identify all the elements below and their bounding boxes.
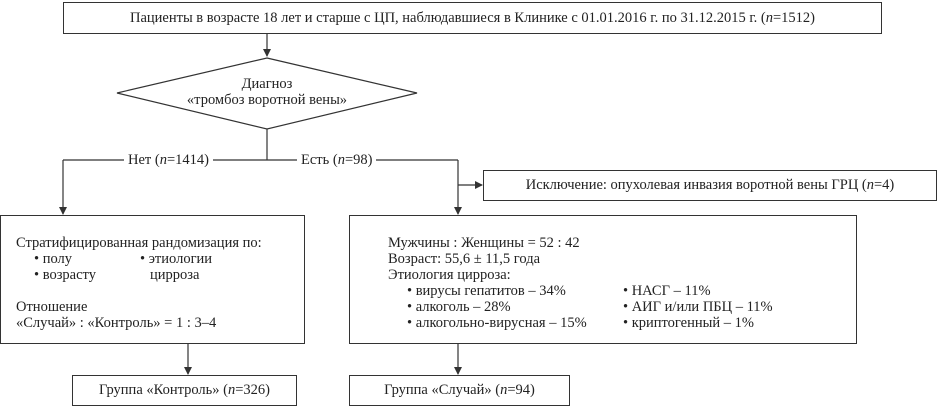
exclusion-text: Исключение: опухолевая инвазия воротной … bbox=[525, 177, 867, 193]
randomization-box: Стратифицированная рандомизация по: • по… bbox=[0, 215, 305, 344]
etiology-item: • АИГ и/или ПБЦ – 11% bbox=[623, 299, 773, 315]
branch-yes-count: =98) bbox=[344, 152, 373, 168]
control-group-text: Группа «Контроль» ( bbox=[99, 382, 228, 398]
branch-yes-text: Есть ( bbox=[301, 152, 338, 168]
exclusion-count: =4) bbox=[874, 177, 895, 193]
decision-line2: «тромбоз воротной вены» bbox=[186, 92, 348, 108]
population-count: =1512) bbox=[773, 9, 816, 26]
control-group-box: Группа «Контроль» (n=326) bbox=[72, 375, 297, 406]
n-symbol: n bbox=[500, 382, 508, 398]
n-symbol: n bbox=[337, 152, 345, 168]
etiology-item: • НАСГ – 11% bbox=[623, 283, 711, 299]
branch-no-label: Нет (n=1414) bbox=[124, 152, 213, 168]
control-group-count: =326) bbox=[235, 382, 270, 398]
case-group-count: =94) bbox=[507, 382, 535, 398]
case-group-text: Группа «Случай» ( bbox=[384, 382, 501, 398]
case-group-box: Группа «Случай» (n=94) bbox=[349, 375, 570, 406]
population-text: Пациенты в возрасте 18 лет и старше с ЦП… bbox=[129, 9, 766, 26]
branch-no-text: Нет ( bbox=[128, 152, 160, 168]
strat-sex: • полу bbox=[34, 251, 73, 267]
case-characteristics-box: Мужчины : Женщины = 52 : 42 Возраст: 55,… bbox=[349, 215, 857, 344]
age: Возраст: 55,6 ± 11,5 года bbox=[388, 251, 541, 267]
etiology-item: • алкогольно-вирусная – 15% bbox=[407, 315, 587, 331]
exclusion-box: Исключение: опухолевая инвазия воротной … bbox=[483, 170, 937, 201]
etiology-item: • криптогенный – 1% bbox=[623, 315, 754, 331]
strat-etiology: • этиологии bbox=[140, 251, 213, 267]
n-symbol: n bbox=[227, 382, 236, 398]
n-symbol: n bbox=[159, 152, 167, 168]
decision-line1: Диагноз bbox=[241, 76, 293, 92]
strat-age: • возрасту bbox=[34, 267, 96, 283]
n-symbol: n bbox=[866, 177, 874, 193]
sex-ratio: Мужчины : Женщины = 52 : 42 bbox=[388, 235, 580, 251]
etiology-item: • вирусы гепатитов – 34% bbox=[407, 283, 566, 299]
ratio-label: Отношение bbox=[16, 299, 88, 315]
etiology-item: • алкоголь – 28% bbox=[407, 299, 511, 315]
etiology-heading: Этиология цирроза: bbox=[388, 267, 511, 283]
branch-yes-label: Есть (n=98) bbox=[297, 152, 377, 168]
decision-text: Диагноз «тромбоз воротной вены» bbox=[187, 76, 347, 108]
ratio-value: «Случай» : «Контроль» = 1 : 3–4 bbox=[16, 315, 217, 331]
strat-cirrhosis: цирроза bbox=[150, 267, 200, 283]
population-box: Пациенты в возрасте 18 лет и старше с ЦП… bbox=[63, 2, 882, 34]
branch-no-count: =1414) bbox=[166, 152, 209, 168]
n-symbol: n bbox=[765, 9, 773, 26]
randomization-heading: Стратифицированная рандомизация по: bbox=[16, 235, 262, 251]
